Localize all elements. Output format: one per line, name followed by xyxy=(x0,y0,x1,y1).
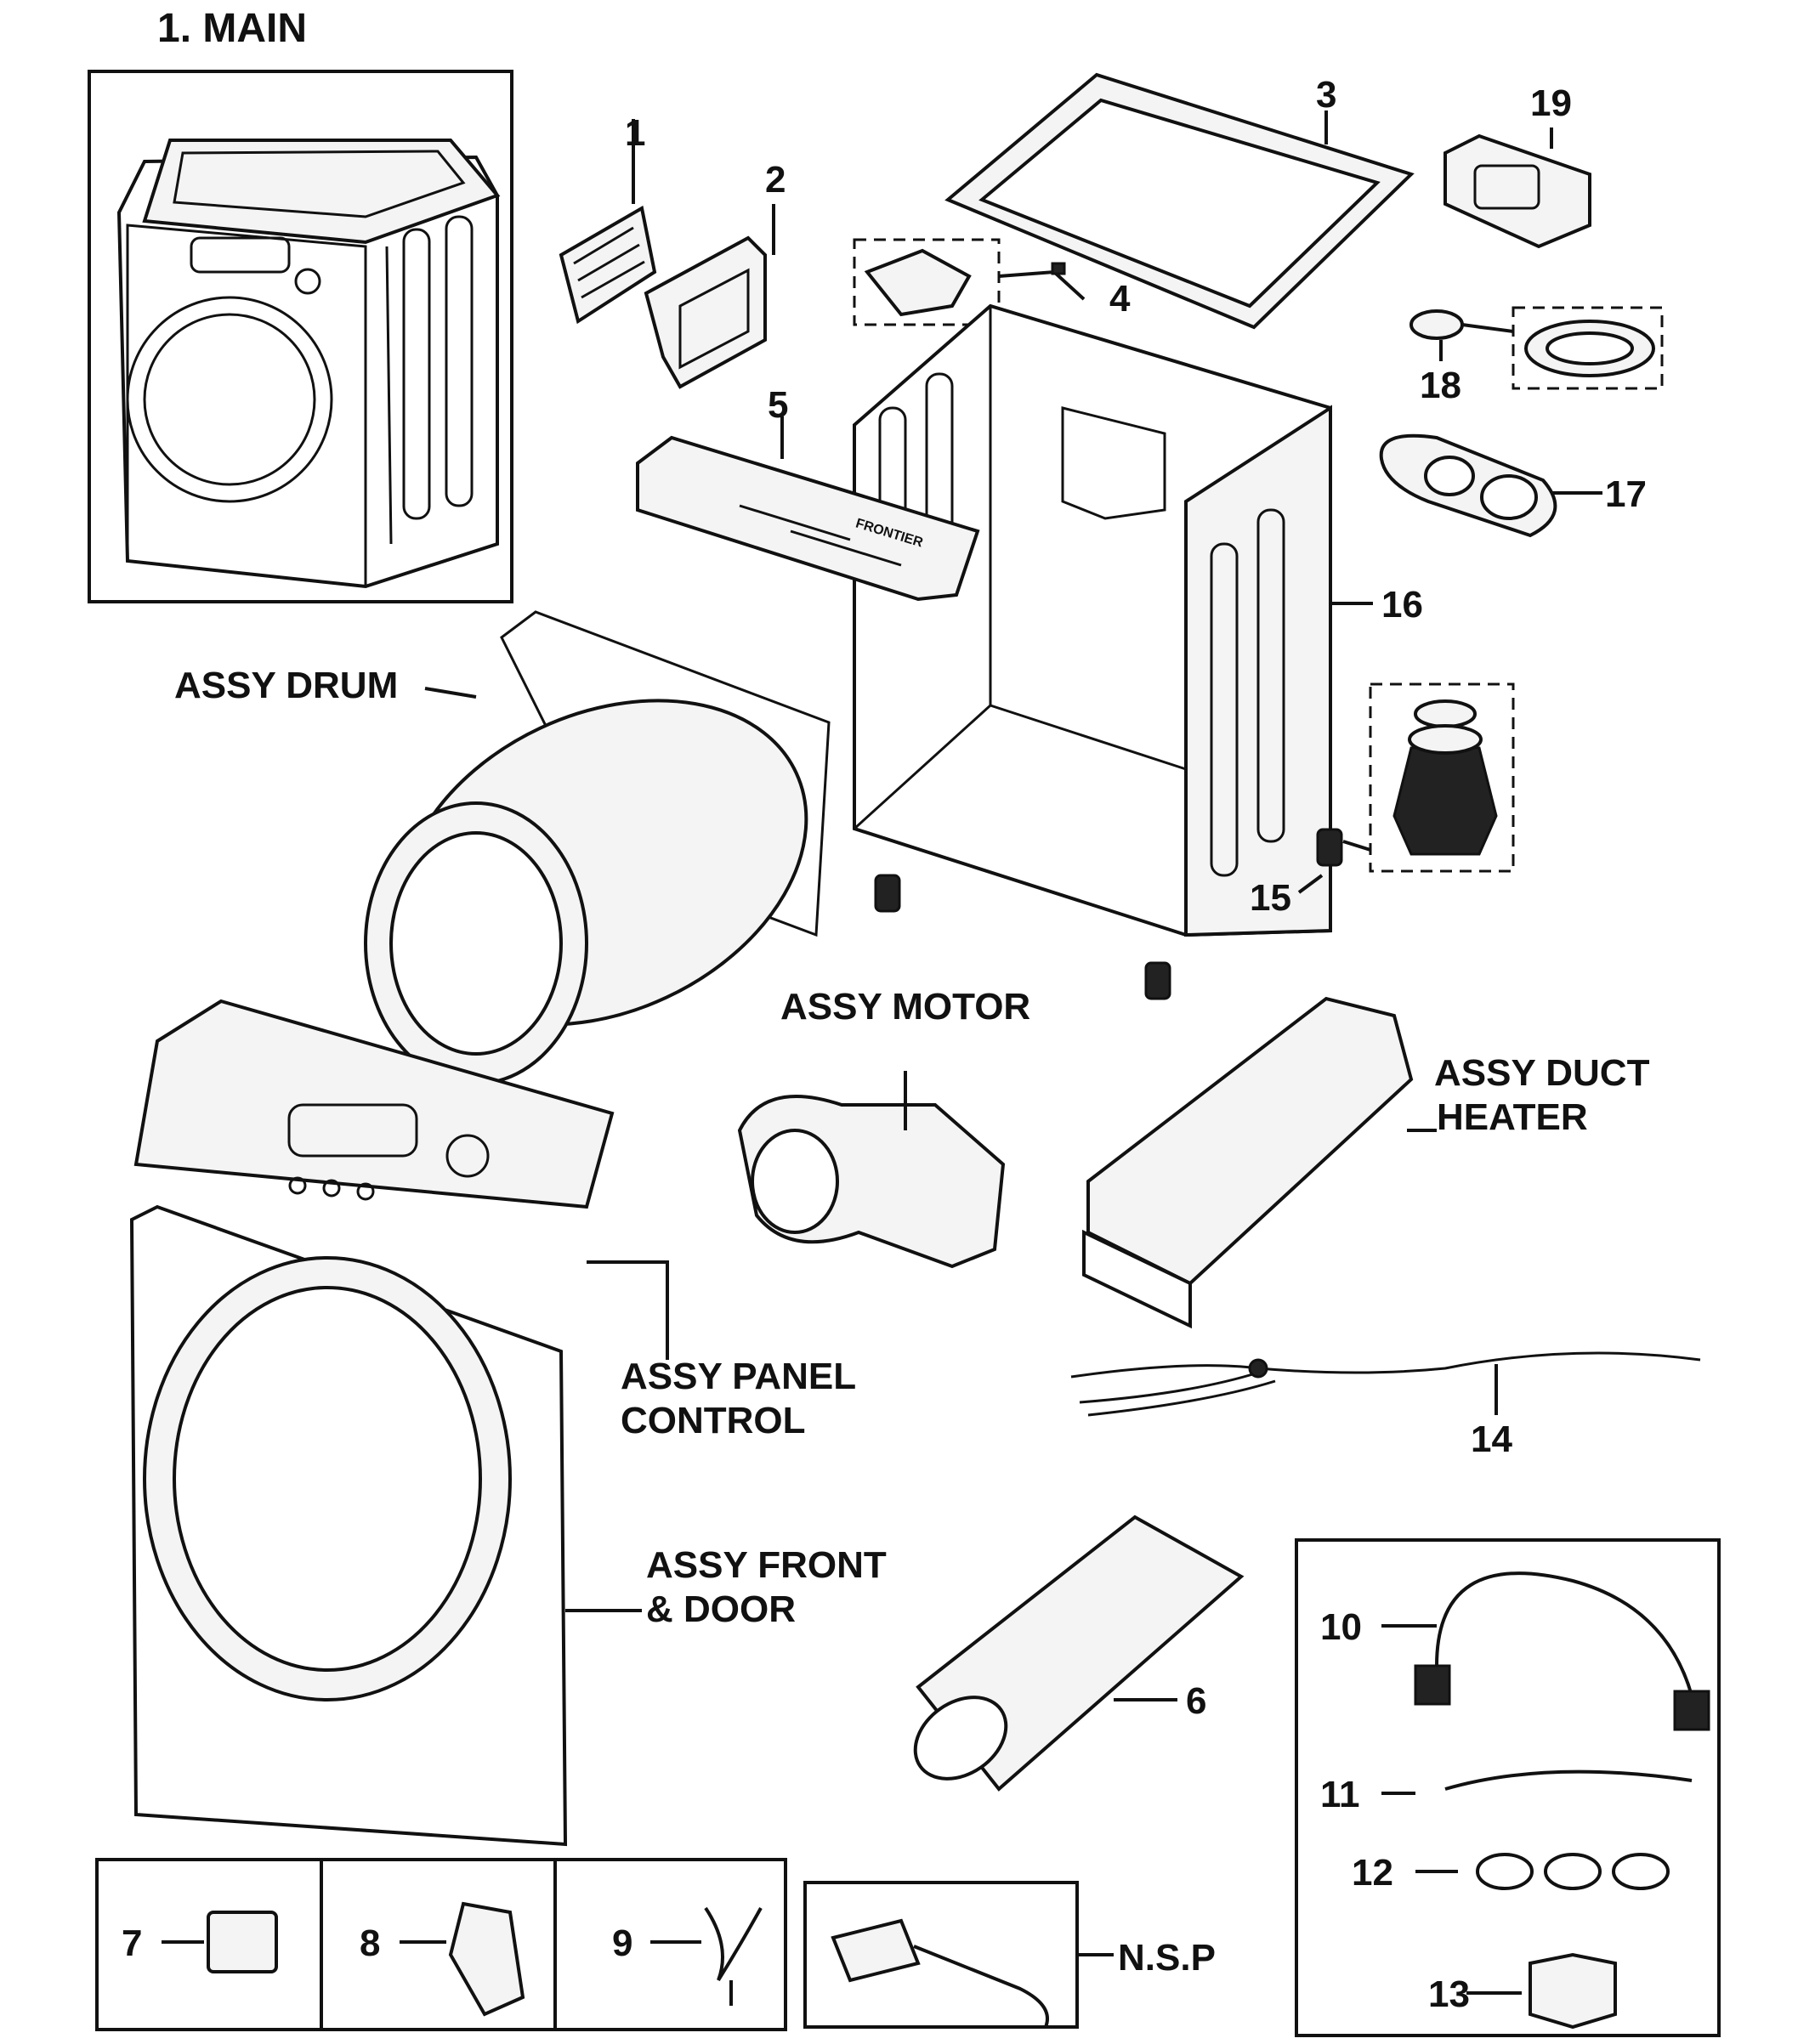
callout-7: 7 xyxy=(122,1922,143,1964)
assy-duct-heater-drawing xyxy=(1082,996,1437,1329)
part-1-filter xyxy=(559,119,657,325)
callout-14: 14 xyxy=(1471,1418,1512,1460)
callout-10: 10 xyxy=(1320,1606,1362,1648)
callout-19: 19 xyxy=(1530,82,1572,124)
part-15-feet xyxy=(874,682,1515,1000)
callout-12: 12 xyxy=(1352,1852,1393,1894)
part-18-seal-group xyxy=(1409,306,1664,390)
label-assy-panel-control: CONTROL xyxy=(621,1400,806,1441)
part-9-tie xyxy=(704,1906,763,2006)
overview-side-rib-3 xyxy=(445,215,474,507)
assy-panel-control-drawing xyxy=(133,999,669,1360)
label-assy-duct-heater: HEATER xyxy=(1437,1096,1588,1138)
callout-15: 15 xyxy=(1250,877,1291,919)
callout-18: 18 xyxy=(1420,365,1461,406)
part-10-hose xyxy=(1435,1571,1693,1696)
part-13-y-connector xyxy=(1529,1952,1617,2030)
assy-front-door-drawing xyxy=(129,1204,642,1847)
overview-frame xyxy=(88,70,513,603)
callout-8: 8 xyxy=(360,1922,381,1964)
part-4-hinge-group xyxy=(853,238,1086,326)
callout-9: 9 xyxy=(612,1922,633,1964)
diagram-title: 1. MAIN xyxy=(157,6,308,51)
assy-motor-drawing xyxy=(737,1071,1006,1269)
overview-display xyxy=(190,236,291,274)
label-assy-duct: ASSY DUCT xyxy=(1434,1052,1650,1094)
callout-5: 5 xyxy=(768,384,789,426)
part-19-cover-plate xyxy=(1444,127,1591,249)
part-2-bracket xyxy=(644,204,775,389)
part-11-hose xyxy=(1444,1769,1693,1791)
part-14-wire-harness xyxy=(1070,1351,1701,1417)
part-12-washer-3 xyxy=(1612,1853,1670,1890)
callout-1: 1 xyxy=(625,112,646,154)
part-17-duct-cover xyxy=(1379,433,1602,538)
assy-drum-drawing xyxy=(364,610,831,1085)
nsp-power-cord xyxy=(803,1881,1114,2029)
label-assy-front-door: & DOOR xyxy=(646,1588,796,1630)
part-12-washer-2 xyxy=(1544,1853,1602,1890)
overview-top xyxy=(142,139,501,245)
hose-accessories-box xyxy=(1295,1538,1721,2037)
part-6-duct xyxy=(913,1515,1245,1792)
label-assy-motor: ASSY MOTOR xyxy=(780,986,1031,1028)
callout-6: 6 xyxy=(1186,1680,1207,1722)
overview-side-rib-1 xyxy=(385,246,393,545)
part-7-clip xyxy=(207,1911,278,1973)
part-3-top-cover xyxy=(944,72,1415,330)
part-8-holder xyxy=(448,1901,525,2017)
callout-3: 3 xyxy=(1316,74,1337,116)
callout-4: 4 xyxy=(1109,278,1131,320)
callout-13: 13 xyxy=(1428,1973,1470,2015)
callout-2: 2 xyxy=(765,159,786,201)
label-assy-panel: ASSY PANEL xyxy=(621,1356,857,1397)
label-nsp: N.S.P xyxy=(1118,1937,1216,1979)
label-assy-front: ASSY FRONT xyxy=(646,1544,887,1586)
label-assy-drum: ASSY DRUM xyxy=(174,665,399,706)
overview-side-rib-2 xyxy=(402,228,431,520)
overview-top-glass xyxy=(173,150,466,218)
overview-dial xyxy=(294,268,321,295)
small-parts-box xyxy=(95,1858,787,2031)
callout-17: 17 xyxy=(1605,473,1647,515)
overview-door xyxy=(126,296,333,503)
part-5-front-bracket xyxy=(636,416,980,602)
dryer-overview xyxy=(88,70,513,603)
part-12-washer-1 xyxy=(1476,1853,1534,1890)
part-16-cabinet xyxy=(853,303,1373,937)
overview-door-glass xyxy=(143,313,316,486)
callout-11: 11 xyxy=(1320,1774,1360,1815)
callout-16: 16 xyxy=(1381,584,1423,626)
